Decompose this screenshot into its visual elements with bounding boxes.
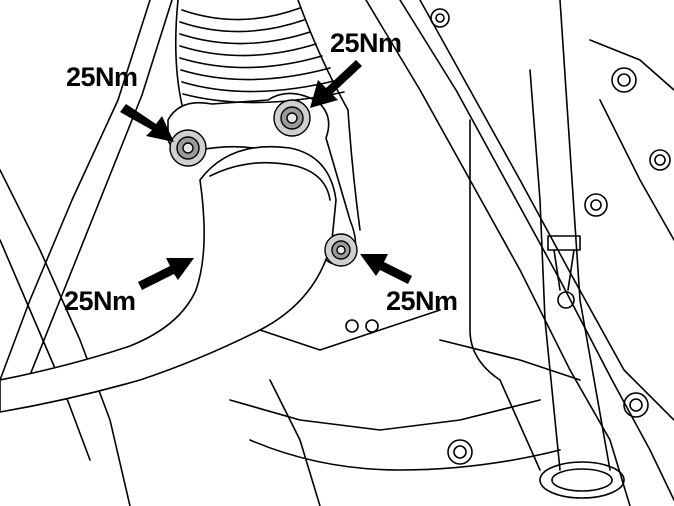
arrow-top-left: [120, 104, 174, 142]
bolt-lower-right: [324, 233, 358, 267]
arrow-bottom-right: [360, 254, 412, 284]
torque-label-top-right: 25Nm: [330, 28, 402, 58]
torque-label-bottom-right: 25Nm: [386, 286, 458, 316]
bolt-top-right: [273, 99, 311, 137]
arrow-top-right: [310, 60, 362, 108]
torque-label-bottom-left: 25Nm: [64, 286, 136, 316]
callout-arrows: [120, 60, 412, 290]
flex-bellows: [174, 0, 361, 231]
arrow-bottom-left: [138, 258, 194, 290]
torque-label-top-left: 25Nm: [66, 62, 138, 92]
flange-bolts: [169, 99, 358, 267]
bolt-top-left: [169, 129, 207, 167]
vertical-pipe: [469, 0, 625, 499]
background-bolts: [345, 8, 671, 465]
exhaust-pipe: [0, 145, 337, 413]
